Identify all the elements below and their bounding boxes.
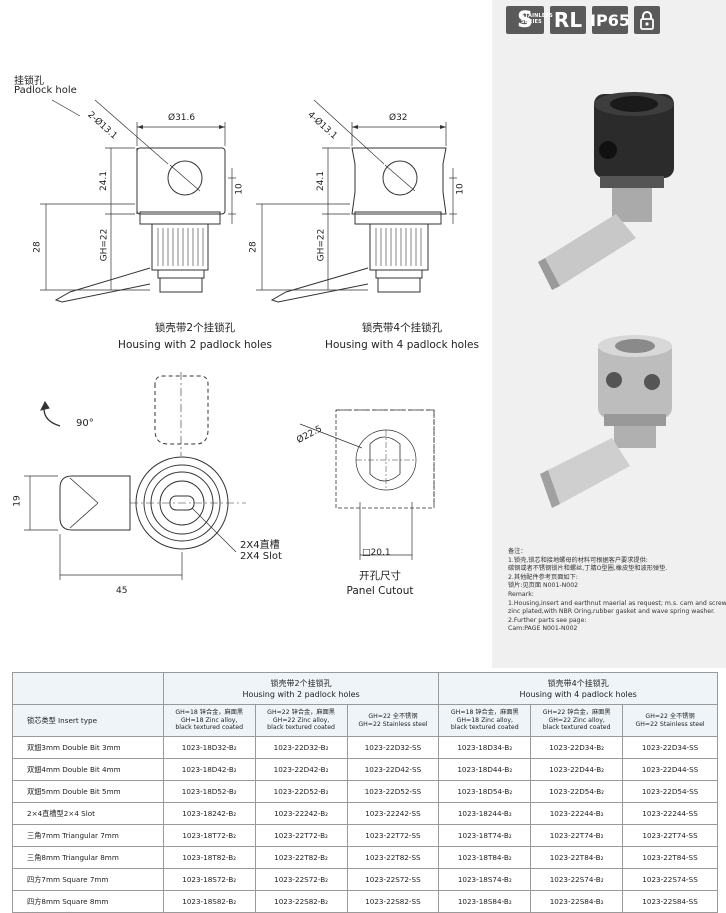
product-photo-black-lock [538,92,674,290]
dim-dia-31-6: Ø31.6 [168,113,196,123]
rl-badge: RL [550,6,586,34]
dim-dia-32: Ø32 [389,113,408,123]
caption-housing-4: 锁壳带4个挂锁孔 Housing with 4 padlock holes [325,322,479,351]
housing-2-holes-drawing [40,99,236,303]
dim-gh-right: GH=22 [316,228,327,262]
dim-24-1-right: 24.1 [316,170,327,192]
padlock-hole-label-en: Padlock hole [14,85,77,96]
dim-24-1-left: 24.1 [99,170,110,192]
insert-type-header: 锁芯类型 Insert type [12,704,164,737]
dim-gh-left: GH=22 [99,228,110,262]
rotation-angle: 90° [76,418,94,429]
dim-19: 19 [12,495,23,507]
dim-28-left: 28 [32,241,43,253]
ip65-badge: IP65 [590,6,630,34]
panel-cutout-drawing [299,409,435,560]
remark-notes: 备注： 1.锁壳,锁芯和接地螺母的材料可根据客户要求提供: 碳钢或者不锈钢锁片和… [508,548,726,633]
product-photo-stainless-lock [540,335,672,508]
dim-28-right: 28 [248,241,259,253]
top-view-drawing [24,372,246,580]
padlock-hole-label-cn: 挂锁孔 [14,76,44,87]
caption-panel-cutout: 开孔尺寸 Panel Cutout [346,570,414,597]
housing-4-holes-drawing [256,99,457,303]
technical-drawing [24,92,674,580]
slot-label-en: 2X4 Slot [240,551,282,562]
caption-housing-2: 锁壳带2个挂锁孔 Housing with 2 padlock holes [118,322,272,351]
dim-10-left: 10 [234,183,245,195]
slot-label-cn: 2X4直槽 [240,540,280,551]
dim-45: 45 [116,586,128,596]
dim-10-right: 10 [455,183,466,195]
padlock-icon [634,6,660,34]
cutout-square: □20.1 [362,548,391,558]
